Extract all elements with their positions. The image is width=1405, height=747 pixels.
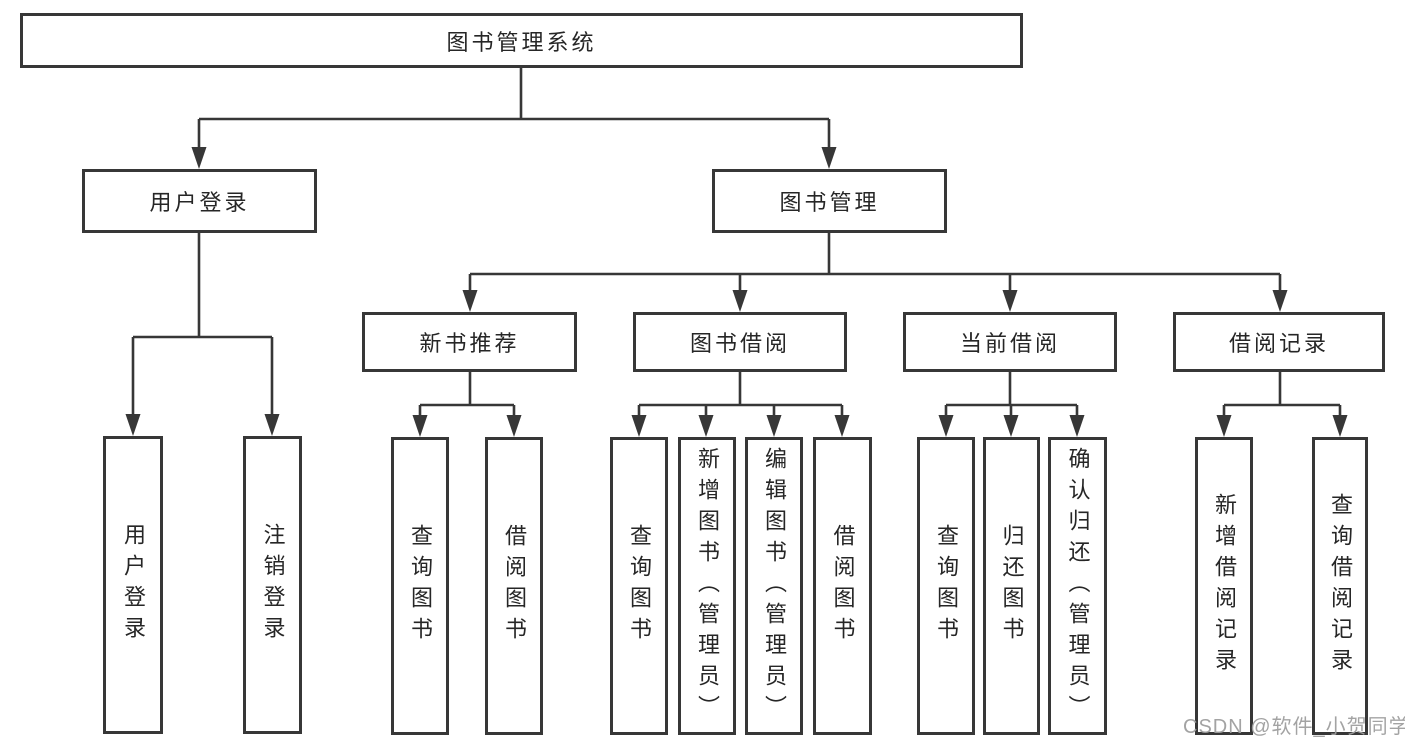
- leaf-query-books-borrow: 查询图书: [610, 437, 668, 735]
- node-user-login: 用户登录: [82, 169, 317, 233]
- node-current-borrow: 当前借阅: [903, 312, 1117, 372]
- leaf-edit-books-admin: 编辑图书（管理员）: [745, 437, 803, 735]
- leaf-confirm-return-admin: 确认归还（管理员）: [1048, 437, 1107, 735]
- node-book-management: 图书管理: [712, 169, 947, 233]
- leaf-query-borrow-record: 查询借阅记录: [1312, 437, 1368, 735]
- leaf-add-borrow-record: 新增借阅记录: [1195, 437, 1253, 735]
- leaf-logout: 注销登录: [243, 436, 302, 734]
- leaf-query-books-recommend: 查询图书: [391, 437, 449, 735]
- node-library-system: 图书管理系统: [20, 13, 1023, 68]
- node-book-borrow: 图书借阅: [633, 312, 847, 372]
- leaf-borrow-books: 借阅图书: [813, 437, 872, 735]
- node-borrow-records: 借阅记录: [1173, 312, 1385, 372]
- leaf-borrow-books-recommend: 借阅图书: [485, 437, 543, 735]
- leaf-user-login: 用户登录: [103, 436, 163, 734]
- leaf-return-books: 归还图书: [983, 437, 1040, 735]
- leaf-query-books-current: 查询图书: [917, 437, 975, 735]
- leaf-add-books-admin: 新增图书（管理员）: [678, 437, 736, 735]
- watermark: CSDN @软件_小贺同学: [1183, 716, 1405, 738]
- node-new-book-recommend: 新书推荐: [362, 312, 577, 372]
